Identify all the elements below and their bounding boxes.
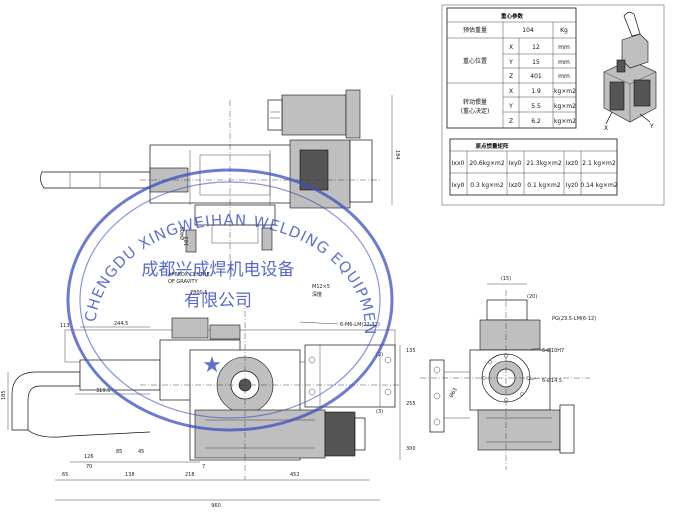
dim-135: 135 bbox=[406, 348, 416, 354]
cog-y-axis: Y bbox=[508, 59, 513, 66]
front-torch-arm bbox=[11, 371, 81, 431]
inertia-y-value: 5.5 bbox=[531, 103, 541, 110]
dim-400: Ø400 bbox=[179, 227, 186, 240]
cog-z-value: 401 bbox=[530, 73, 542, 80]
iso-y-axis-label: Y bbox=[649, 123, 654, 130]
dim-218: 218 bbox=[185, 472, 195, 478]
dim-126: 126 bbox=[84, 454, 94, 460]
inertia-y-axis: Y bbox=[508, 103, 513, 110]
cog-parameter-table: 重心参数 预估重量 104 Kg 重心位置 X 12 mm Y 15 mm Z … bbox=[446, 7, 577, 129]
cog-table-title: 重心参数 bbox=[501, 12, 524, 20]
weight-value: 104 bbox=[522, 27, 534, 34]
origin-inertia-table: 原点惯量矩阵 Ixx0 20.6kg×m2 Ixy0 21.3kg×m2 Ixz… bbox=[449, 138, 618, 196]
dim-255: 255 bbox=[406, 401, 416, 407]
dim-85: 85 bbox=[116, 449, 122, 455]
dim-70: 70 bbox=[86, 464, 92, 470]
ixz0-value: 2.1 kg×m2 bbox=[582, 160, 616, 167]
ixx0-label: Ixx0 bbox=[452, 160, 465, 167]
dim-244: 244.5 bbox=[114, 321, 128, 327]
dim-2: (2) bbox=[376, 352, 383, 358]
dim-452: 452 bbox=[290, 472, 300, 478]
isometric-view: X Y bbox=[603, 12, 657, 132]
dim-7: 7 bbox=[202, 464, 205, 470]
stamp-line1: 成都兴成焊机电设备 bbox=[142, 260, 295, 280]
ixz0-value-2: 0.1 kg×m2 bbox=[527, 182, 561, 189]
dim-63: Ø63 bbox=[448, 387, 459, 399]
cog-z-axis: Z bbox=[509, 73, 513, 80]
hole-note-2: 6-Ø14.5 bbox=[542, 377, 562, 384]
iyz0-label: Iyz0 bbox=[566, 182, 578, 189]
inertia-z-unit: kg×m2 bbox=[554, 118, 576, 125]
dim-15: (15) bbox=[501, 276, 511, 282]
cog-x-unit: mm bbox=[558, 44, 570, 51]
lm-note: 6-M6-LM(22-32) bbox=[340, 322, 380, 328]
inertia-label: 转动惯量 bbox=[463, 98, 487, 106]
motor-connector bbox=[267, 99, 283, 131]
inertia-y-unit: kg×m2 bbox=[554, 103, 576, 110]
top-view: 184 103 bbox=[40, 89, 400, 280]
dim-45: 45 bbox=[138, 449, 144, 455]
torch-arm bbox=[40, 171, 151, 189]
inertia-x-value: 1.9 bbox=[531, 88, 541, 95]
dim-20: (20) bbox=[527, 294, 537, 300]
weight-label: 预估重量 bbox=[463, 26, 487, 34]
depth-note: 深度 bbox=[312, 291, 322, 298]
ixy0-value-2: 0.3 kg×m2 bbox=[470, 182, 504, 189]
dim-65: 65 bbox=[62, 472, 68, 478]
ixy0-label: Ixy0 bbox=[509, 160, 522, 167]
cog-label: 重心位置 bbox=[463, 57, 487, 65]
cog-y-value: 15 bbox=[532, 59, 540, 66]
ixx0-value: 20.6kg×m2 bbox=[469, 160, 505, 167]
dim-300: 300 bbox=[406, 446, 416, 452]
iyz0-value: 0.14 kg×m2 bbox=[580, 182, 617, 189]
cog-y-unit: mm bbox=[558, 59, 570, 66]
front-view: 960 65 138 218 452 126 70 85 45 7 319.5 … bbox=[1, 227, 416, 509]
cog-x-value: 12 bbox=[532, 44, 540, 51]
m12-note: M12×5 bbox=[312, 284, 330, 290]
dim-184: 184 bbox=[394, 150, 400, 160]
dim-113: 113 bbox=[60, 323, 70, 329]
stamp-line2: 有限公司 bbox=[184, 291, 252, 311]
cog-z-unit: mm bbox=[558, 73, 570, 80]
ixy0-label-2: Ixy0 bbox=[452, 182, 465, 189]
inertia-z-axis: Z bbox=[509, 118, 513, 125]
inertia-matrix-title: 原点惯量矩阵 bbox=[475, 142, 509, 150]
cog-note-line2: OF GRAVITY bbox=[168, 279, 199, 285]
spec-frame bbox=[441, 4, 665, 206]
inertia-sublabel: (重心决定) bbox=[461, 107, 490, 115]
cog-note-line1: APPROX CENTRE bbox=[168, 272, 210, 278]
dim-319: 319.5 bbox=[96, 388, 110, 394]
iso-x-axis-label: X bbox=[604, 125, 608, 132]
dim-138: 138 bbox=[125, 472, 135, 478]
pg-note: PG(23.5-LM(6-12) bbox=[552, 316, 596, 322]
dim-3: (3) bbox=[376, 409, 383, 415]
weight-unit: Kg bbox=[560, 27, 568, 34]
dim-960: 960 bbox=[211, 503, 221, 509]
side-view: (15) (20) PG(23.5-LM(6-12) 6-Ø10H7 6-Ø14… bbox=[420, 276, 596, 470]
motor-body bbox=[281, 94, 347, 136]
ixz0-label: Ixz0 bbox=[566, 160, 578, 167]
dim-185: 185 bbox=[1, 390, 7, 400]
ixy0-value: 21.3kg×m2 bbox=[526, 160, 562, 167]
side-motor bbox=[477, 409, 561, 451]
inertia-x-unit: kg×m2 bbox=[554, 88, 576, 95]
inertia-z-value: 6.2 bbox=[531, 118, 541, 125]
hole-note-1: 6-Ø10H7 bbox=[542, 347, 564, 354]
inertia-x-axis: X bbox=[509, 88, 513, 95]
side-rail bbox=[429, 359, 445, 433]
cog-x-axis: X bbox=[509, 44, 513, 51]
dim-7800: 7800.5 bbox=[190, 290, 208, 296]
ixz0-label-2: Ixz0 bbox=[509, 182, 521, 189]
star-icon: ★ bbox=[202, 353, 222, 378]
dim-103: 103 bbox=[184, 236, 190, 246]
